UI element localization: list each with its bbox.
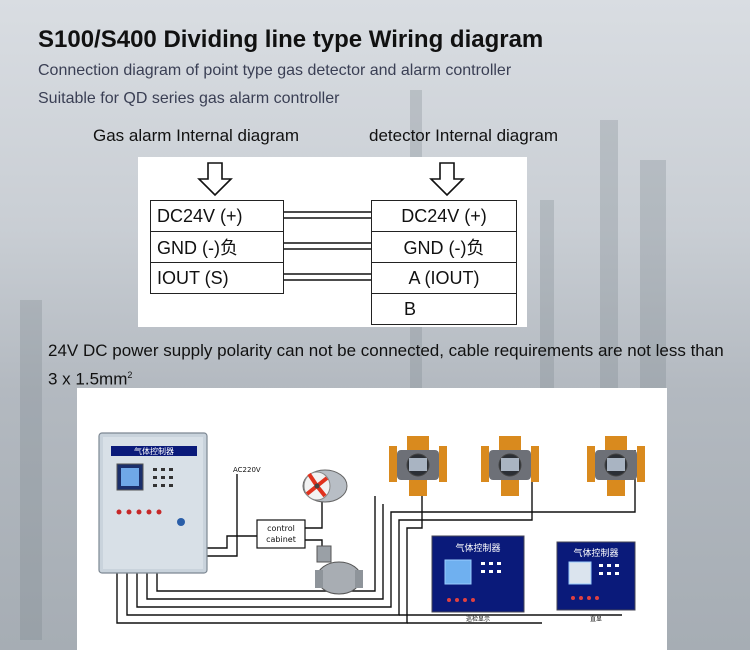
controller-screen-label: 气体控制器	[134, 446, 174, 456]
detector-terminal-table: DC24V (+) GND (-)负 A (IOUT) B	[371, 200, 517, 325]
detector-panel-label: detector Internal diagram	[369, 126, 558, 145]
page-title: S100/S400 Dividing line type Wiring diag…	[38, 26, 544, 53]
terminal-a-iout: A (IOUT)	[371, 262, 517, 294]
subtitle-suitable: Suitable for QD series gas alarm control…	[38, 90, 340, 107]
control-cabinet-box: control cabinet	[256, 519, 306, 549]
down-arrow-icon	[197, 162, 233, 197]
down-arrow-icon	[429, 162, 465, 197]
note-superscript: 2	[127, 370, 133, 380]
ac220v-label: AC220V	[233, 466, 261, 474]
wiring-lines	[197, 162, 465, 281]
terminal-dc24v: DC24V (+)	[150, 200, 284, 232]
gas-alarm-terminal-table: DC24V (+) GND (-)负 IOUT (S)	[150, 200, 284, 294]
subtitle-connection: Connection diagram of point type gas det…	[38, 62, 512, 79]
terminal-wiring-box: DC24V (+) GND (-)负 IOUT (S) DC24V (+) GN…	[138, 157, 527, 327]
terminal-gnd: GND (-)负	[150, 231, 284, 263]
display-panel-1-caption: 巡检显示	[466, 615, 490, 623]
terminal-iout: IOUT (S)	[150, 262, 284, 294]
note-text: 24V DC power supply polarity can not be …	[48, 341, 724, 389]
background-tower	[20, 300, 42, 640]
display-panel-1-label: 气体控制器	[455, 542, 500, 554]
gas-detector-icon	[481, 436, 539, 496]
display-panel-2-caption: 直显	[590, 615, 602, 623]
control-cabinet-label-2: cabinet	[266, 535, 296, 544]
display-panel-2-label: 气体控制器	[573, 547, 618, 559]
control-cabinet-label-1: control	[267, 524, 295, 533]
gas-detector-icon	[389, 436, 447, 496]
solenoid-valve-icon	[315, 545, 363, 595]
exhaust-fan-icon	[302, 469, 348, 503]
alarm-controller-cabinet: 气体控制器	[98, 432, 208, 574]
inspection-display-panel: 气体控制器	[431, 535, 525, 613]
direct-display-panel: 气体控制器	[556, 541, 636, 611]
system-wiring-illustration: 气体控制器 AC220V control cabinet	[98, 432, 645, 624]
power-supply-note: 24V DC power supply polarity can not be …	[48, 338, 728, 392]
system-wires	[116, 450, 636, 624]
terminal-dc24v: DC24V (+)	[371, 200, 517, 232]
terminal-gnd: GND (-)负	[371, 231, 517, 263]
system-wiring-panel: 气体控制器 AC220V control cabinet	[77, 388, 667, 650]
gas-alarm-panel-label: Gas alarm Internal diagram	[93, 126, 299, 145]
terminal-b: B	[371, 293, 517, 325]
gas-detector-icon	[587, 436, 645, 496]
